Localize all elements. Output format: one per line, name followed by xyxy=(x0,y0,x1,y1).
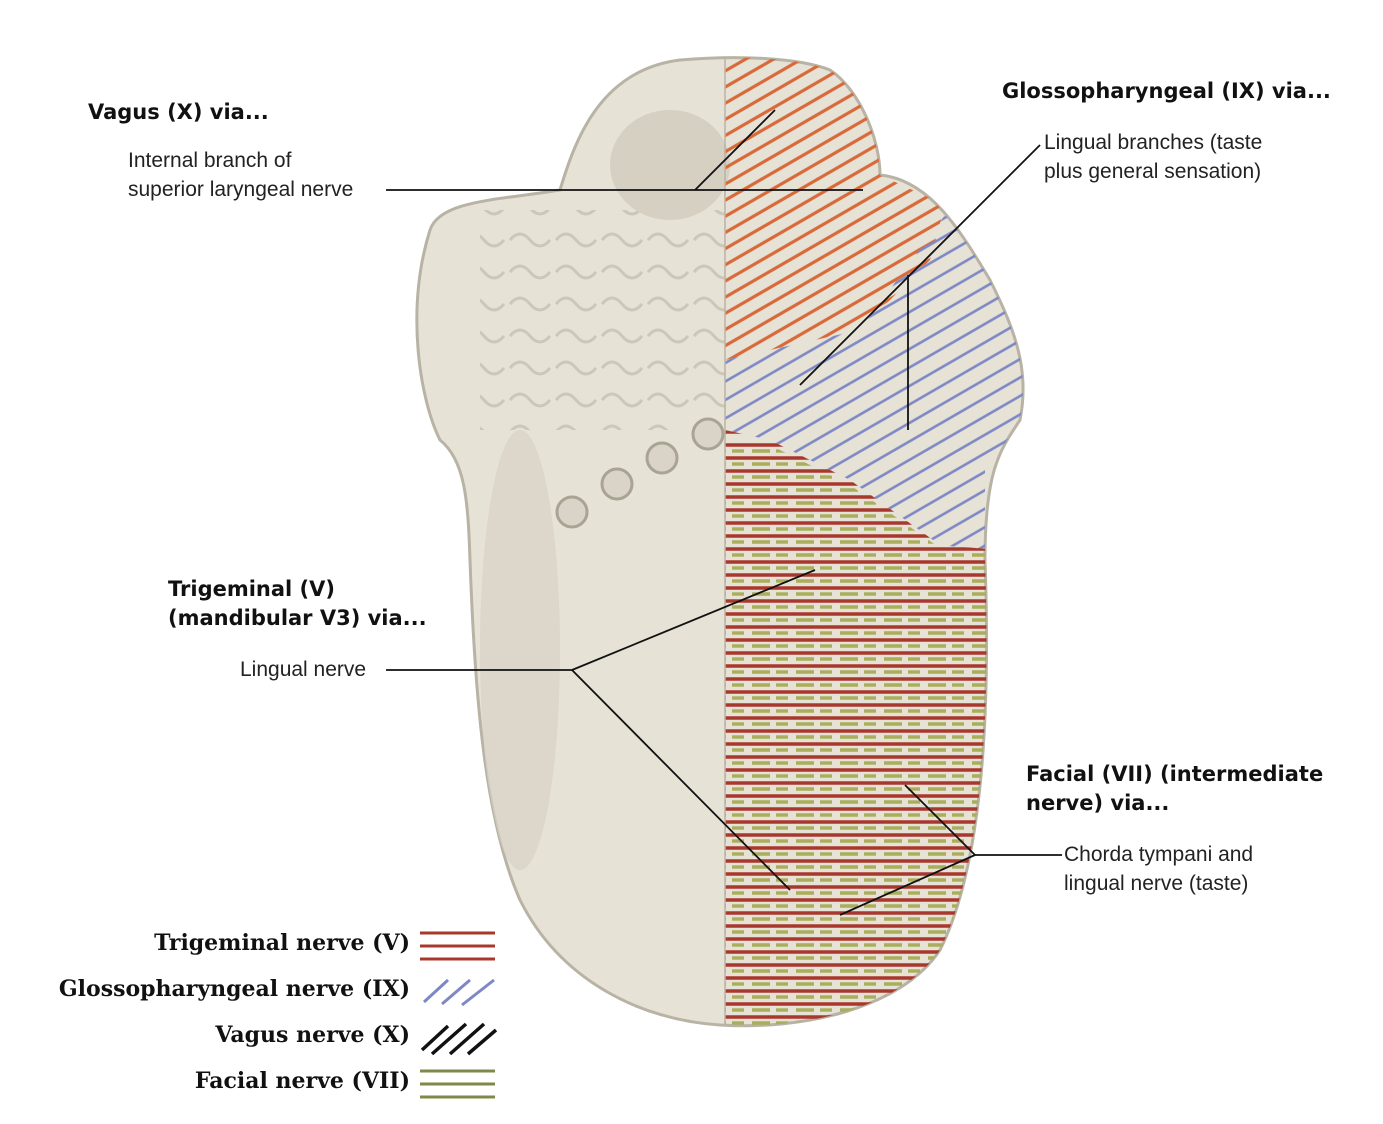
legend-swatch-glosso xyxy=(424,980,494,1005)
legend-label-glosso: Glossopharyngeal nerve (IX) xyxy=(10,976,410,1002)
glosso-branch-line2: plus general sensation) xyxy=(1044,157,1261,186)
vagus-heading: Vagus (X) via... xyxy=(88,97,269,127)
legend-swatch-vagus xyxy=(422,1024,496,1054)
vagus-branch-line2: superior laryngeal nerve xyxy=(128,175,353,204)
legend-label-facial: Facial nerve (VII) xyxy=(10,1068,410,1094)
glosso-branch-line1: Lingual branches (taste xyxy=(1044,128,1262,157)
vagus-branch-line1: Internal branch of xyxy=(128,146,291,175)
papilla-4 xyxy=(693,419,723,449)
legend-swatch-trigeminal xyxy=(420,933,495,959)
legend-label-trigeminal: Trigeminal nerve (V) xyxy=(10,930,410,956)
trigeminal-heading-line2: (mandibular V3) via... xyxy=(168,603,427,633)
root-papillae-texture xyxy=(480,210,725,430)
trigeminal-heading-line1: Trigeminal (V) xyxy=(168,574,335,604)
legend-label-vagus: Vagus nerve (X) xyxy=(10,1022,410,1048)
trigeminal-branch: Lingual nerve xyxy=(240,655,366,684)
facial-heading-line2: nerve) via... xyxy=(1026,788,1169,818)
facial-heading-line1: Facial (VII) (intermediate xyxy=(1026,759,1323,789)
legend-swatch-facial xyxy=(420,1071,495,1097)
left-shading xyxy=(480,430,560,870)
facial-branch-line1: Chorda tympani and xyxy=(1064,840,1253,869)
papilla-1 xyxy=(557,497,587,527)
epiglottis-shadow xyxy=(610,110,730,220)
facial-branch-line2: lingual nerve (taste) xyxy=(1064,869,1248,898)
glosso-heading: Glossopharyngeal (IX) via... xyxy=(1002,76,1331,106)
papilla-2 xyxy=(602,469,632,499)
papilla-3 xyxy=(647,443,677,473)
legend-swatches xyxy=(420,933,496,1097)
